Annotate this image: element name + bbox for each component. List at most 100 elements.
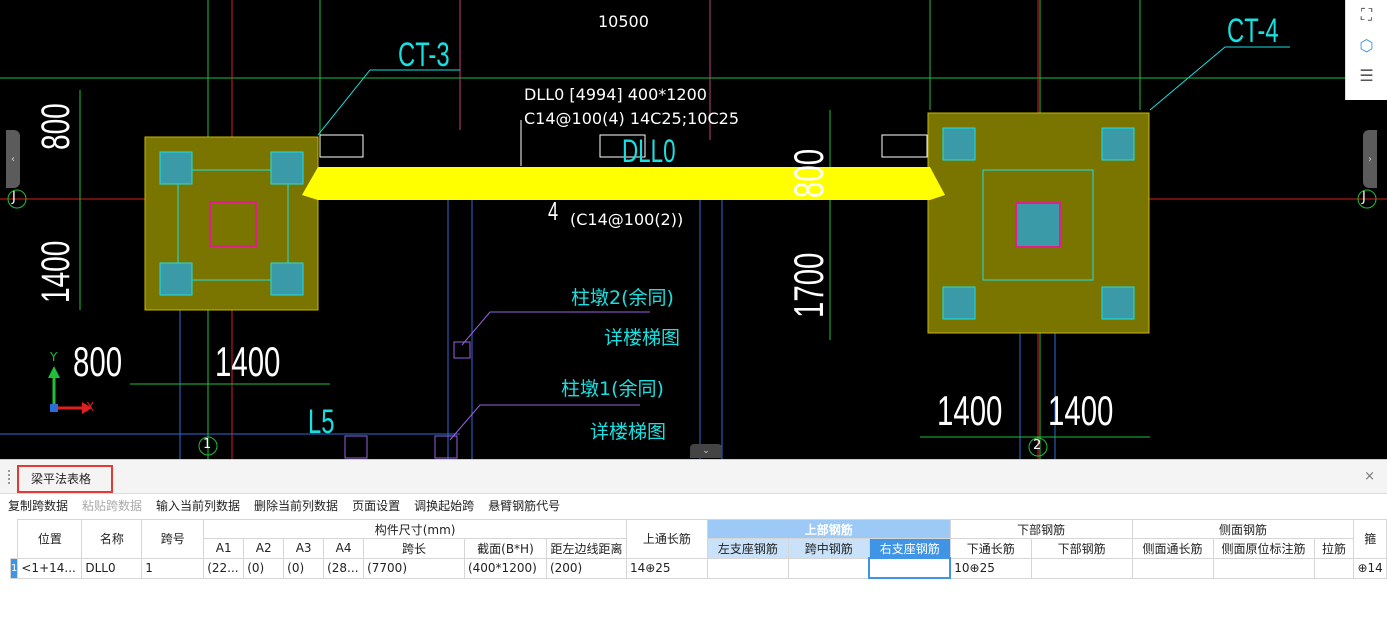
drag-handle-icon[interactable] bbox=[8, 470, 13, 484]
cell-top-through[interactable]: 14⊕25 bbox=[625, 557, 708, 579]
label-detail2: 详楼梯图 bbox=[604, 327, 681, 349]
cell-bottom-through[interactable]: 10⊕25 bbox=[949, 557, 1032, 579]
cube-view-icon[interactable]: ⬡ bbox=[1359, 35, 1374, 55]
beam-table-panel: 梁平法表格 × 复制跨数据 粘贴跨数据 输入当前列数据 删除当前列数据 页面设置… bbox=[0, 459, 1387, 629]
label-l5: L5 bbox=[308, 403, 335, 441]
col-right-support[interactable]: 右支座钢筋 bbox=[868, 538, 951, 559]
axis-bubble-1 bbox=[198, 436, 218, 456]
cell-right-support[interactable] bbox=[868, 557, 952, 579]
cell-a2[interactable]: (0) bbox=[243, 557, 285, 579]
col-section[interactable]: 截面(B*H) bbox=[463, 538, 547, 559]
cell-position[interactable]: <1+14... bbox=[17, 557, 83, 579]
leader-zhudun2 bbox=[461, 311, 650, 346]
col-stirrup[interactable]: 箍 bbox=[1353, 519, 1387, 559]
col-span-length[interactable]: 跨长 bbox=[363, 538, 465, 559]
cell-a4[interactable]: (28... bbox=[323, 557, 365, 579]
chevron-right-icon: › bbox=[1368, 153, 1372, 165]
adjust-start-span-button[interactable]: 调换起始跨 bbox=[414, 499, 475, 513]
pile bbox=[159, 262, 193, 296]
doc-view-icon[interactable]: ☰ bbox=[1359, 65, 1374, 85]
col-group-dims: 构件尺寸(mm) bbox=[203, 519, 627, 539]
bottom-collapse-tab[interactable]: ⌄ bbox=[690, 444, 722, 458]
cell-span-no[interactable]: 1 bbox=[141, 557, 205, 579]
cantilever-code-button[interactable]: 悬臂钢筋代号 bbox=[488, 499, 561, 513]
top-dimension: 10500 bbox=[598, 12, 649, 31]
ucs-x-label: X bbox=[86, 400, 95, 414]
dim-1700-vertical: 1700 bbox=[785, 252, 832, 318]
axis-label-j-left: J bbox=[12, 190, 16, 205]
cell-tie[interactable] bbox=[1313, 557, 1355, 579]
dim-800-right-vertical: 800 bbox=[785, 148, 832, 198]
col-a4[interactable]: A4 bbox=[323, 538, 365, 559]
cell-bottom-bars[interactable] bbox=[1030, 557, 1133, 579]
beam-dll0 bbox=[302, 167, 945, 200]
label-ct4: CT-4 bbox=[1227, 12, 1279, 50]
cell-name[interactable]: DLL0 bbox=[81, 557, 143, 579]
col-group-top-rebar: 上部钢筋 bbox=[706, 519, 951, 539]
cad-canvas[interactable]: 10500 CT-3 CT-4 DLL0 [4994] 400*1200 C14… bbox=[0, 0, 1387, 459]
ucs-y-arrow bbox=[48, 366, 60, 378]
dim-800-horizontal: 800 bbox=[73, 338, 123, 385]
cell-span-length[interactable]: (7700) bbox=[363, 557, 465, 579]
col-name[interactable]: 名称 bbox=[81, 519, 143, 559]
right-collapse-tab[interactable]: › bbox=[1363, 130, 1377, 188]
table-row[interactable]: 1 <1+14... DLL0 1 (22... (0) (0) (28... … bbox=[10, 557, 1387, 579]
cell-edge-distance[interactable]: (200) bbox=[545, 557, 627, 579]
col-left-support[interactable]: 左支座钢筋 bbox=[706, 538, 789, 559]
chevron-down-icon: ⌄ bbox=[702, 446, 710, 456]
col-side-original[interactable]: 侧面原位标注筋 bbox=[1212, 538, 1315, 559]
pile bbox=[942, 286, 976, 320]
cell-a3[interactable]: (0) bbox=[283, 557, 325, 579]
paste-span-button[interactable]: 粘贴跨数据 bbox=[82, 499, 143, 513]
row-index[interactable]: 1 bbox=[10, 557, 19, 579]
input-column-button[interactable]: 输入当前列数据 bbox=[156, 499, 241, 513]
axis-bubble-j-right bbox=[1357, 189, 1377, 209]
cad-drawing bbox=[0, 0, 1387, 459]
col-a2[interactable]: A2 bbox=[243, 538, 285, 559]
pile bbox=[942, 127, 976, 161]
panel-title-tab[interactable]: 梁平法表格 bbox=[17, 465, 113, 493]
cell-side-through[interactable] bbox=[1131, 557, 1214, 579]
col-side-through[interactable]: 侧面通长筋 bbox=[1131, 538, 1214, 559]
copy-span-button[interactable]: 复制跨数据 bbox=[8, 499, 69, 513]
col-edge-distance[interactable]: 距左边线距离 bbox=[545, 538, 627, 559]
annotation-box bbox=[599, 134, 646, 158]
ucs-y-label: Y bbox=[50, 350, 58, 364]
cell-side-original[interactable] bbox=[1212, 557, 1315, 579]
pile bbox=[1101, 127, 1135, 161]
fullscreen-icon[interactable]: ⛶ bbox=[1360, 5, 1373, 24]
pier-symbol bbox=[434, 435, 458, 459]
cell-mid-span[interactable] bbox=[787, 557, 870, 579]
dim-1400-a: 1400 bbox=[937, 387, 1003, 434]
left-collapse-tab[interactable]: ‹ bbox=[6, 130, 20, 188]
col-bottom-through[interactable]: 下通长筋 bbox=[949, 538, 1032, 559]
cell-section[interactable]: (400*1200) bbox=[463, 557, 547, 579]
label-zhudun1: 柱墩1(余同) bbox=[561, 378, 664, 400]
col-a3[interactable]: A3 bbox=[283, 538, 325, 559]
table-toolbar: 复制跨数据 粘贴跨数据 输入当前列数据 删除当前列数据 页面设置 调换起始跨 悬… bbox=[0, 494, 566, 518]
close-icon[interactable]: × bbox=[1364, 469, 1375, 484]
page-setup-button[interactable]: 页面设置 bbox=[352, 499, 401, 513]
axis-label-j-right: J bbox=[1362, 190, 1366, 205]
pile-cap-inner bbox=[177, 169, 289, 281]
beam-table-grid[interactable]: 位置 名称 跨号 构件尺寸(mm) 上通长筋 上部钢筋 下部钢筋 侧面钢筋 箍 … bbox=[10, 519, 1387, 629]
dim-1400-b: 1400 bbox=[1048, 387, 1114, 434]
span-count: 4 bbox=[548, 196, 559, 226]
col-span-no[interactable]: 跨号 bbox=[141, 519, 205, 559]
annotation-box bbox=[319, 134, 364, 158]
cell-stirrup[interactable]: ⊕14 bbox=[1353, 557, 1387, 579]
col-top-through[interactable]: 上通长筋 bbox=[625, 519, 708, 559]
col-bottom-bars[interactable]: 下部钢筋 bbox=[1030, 538, 1133, 559]
pile-cap-inner bbox=[982, 169, 1094, 281]
col-mid-span[interactable]: 跨中钢筋 bbox=[787, 538, 870, 559]
col-position[interactable]: 位置 bbox=[17, 519, 83, 559]
col-tie[interactable]: 拉筋 bbox=[1313, 538, 1355, 559]
cell-left-support[interactable] bbox=[706, 557, 789, 579]
pile bbox=[270, 151, 304, 185]
beam-table: 位置 名称 跨号 构件尺寸(mm) 上通长筋 上部钢筋 下部钢筋 侧面钢筋 箍 … bbox=[10, 519, 1387, 579]
beam-label-line2: C14@100(4) 14C25;10C25 bbox=[524, 109, 739, 128]
col-a1[interactable]: A1 bbox=[203, 538, 245, 559]
cell-a1[interactable]: (22... bbox=[203, 557, 245, 579]
delete-column-button[interactable]: 删除当前列数据 bbox=[254, 499, 339, 513]
leader-zhudun1 bbox=[449, 404, 640, 441]
